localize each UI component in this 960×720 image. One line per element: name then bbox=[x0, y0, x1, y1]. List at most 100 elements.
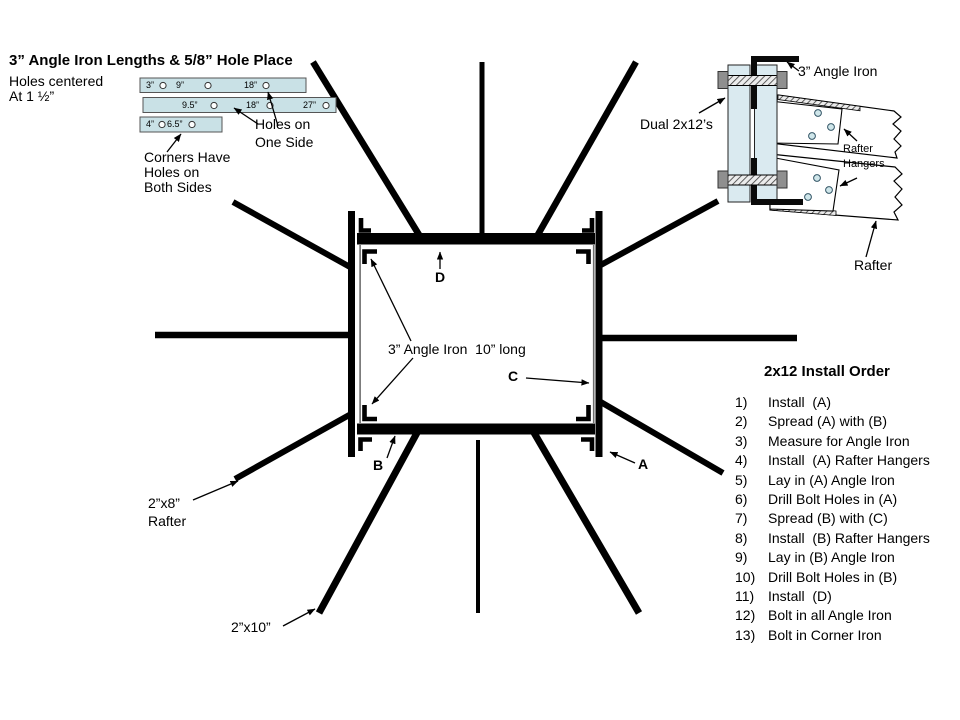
one-side-note-line1: Holes on bbox=[255, 116, 311, 132]
bolt-nut-bottom-right bbox=[776, 170, 788, 189]
corner-bracket-inner-top-left bbox=[362, 249, 377, 264]
callout-arrows bbox=[166, 61, 878, 627]
hangers-label-line1: Rafter bbox=[843, 143, 873, 155]
plan-angle-iron-note: 3” Angle Iron 10” long bbox=[388, 341, 526, 357]
install-step: 3)Measure for Angle Iron bbox=[735, 432, 930, 451]
install-step-number: 3) bbox=[735, 432, 748, 449]
rafter-edge-hatch-upper bbox=[777, 94, 861, 112]
rafter-line-left-lower-2x8 bbox=[233, 411, 353, 482]
arrow-c-to-right-beam bbox=[525, 377, 590, 386]
install-step-number: 12) bbox=[735, 607, 756, 624]
rafter-line-top-left bbox=[310, 60, 424, 240]
detail-angle-iron-label: 3” Angle Iron bbox=[798, 63, 878, 79]
corner-bracket-outer-bottom-right bbox=[581, 437, 595, 451]
rafter-2x8-label-line2: Rafter bbox=[148, 513, 187, 529]
angle-iron-lower-flange bbox=[754, 199, 803, 205]
corners-note-line3: Both Sides bbox=[144, 179, 212, 195]
install-step-number: 2) bbox=[735, 413, 748, 430]
install-step-text: Install (A) bbox=[768, 394, 832, 410]
install-step: 10)Drill Bolt Holes in (B) bbox=[735, 568, 930, 587]
beam-label-c: C bbox=[508, 368, 519, 384]
frame-beam-right bbox=[595, 211, 603, 457]
frame-inner-line-left bbox=[359, 245, 361, 423]
bar2-length-18: 18” bbox=[246, 100, 260, 110]
arrow-angle-iron-label bbox=[786, 61, 800, 72]
install-step-number: 8) bbox=[735, 529, 748, 546]
frame-beam-top bbox=[357, 233, 595, 245]
corners-note-line2: Holes on bbox=[144, 164, 200, 180]
holes-centered-line2: At 1 ½” bbox=[9, 88, 55, 104]
install-step: 5)Lay in (A) Angle Iron bbox=[735, 471, 930, 490]
arrow-2x10-label-to-rafter bbox=[282, 608, 316, 627]
length-bar-3 bbox=[139, 116, 223, 133]
install-step-text: Drill Bolt Holes in (A) bbox=[768, 491, 898, 508]
rafter-2x8-label-line1: 2”x8” bbox=[148, 495, 180, 511]
install-step-text: Drill Bolt Holes in (B) bbox=[768, 568, 898, 585]
bar3-length-4: 4” bbox=[146, 119, 155, 129]
arrow-rafter-label bbox=[865, 220, 878, 258]
corner-bracket-inner-top-right bbox=[576, 249, 591, 264]
install-step-number: 13) bbox=[735, 626, 756, 643]
bolt-nut-top-left bbox=[717, 71, 729, 89]
dual-2x12-label: Dual 2x12’s bbox=[640, 116, 713, 132]
frame-beam-bottom bbox=[357, 423, 595, 435]
corner-iron-brackets bbox=[358, 218, 595, 451]
arrow-holes-one-side-to-bar1 bbox=[267, 91, 279, 127]
through-bolts bbox=[717, 71, 788, 189]
install-step-text: Spread (B) with (C) bbox=[768, 510, 888, 527]
rafter-hanger-upper bbox=[769, 100, 843, 145]
arrow-dual-2x12-label bbox=[698, 97, 726, 114]
install-step-text: Install (A) Rafter Hangers bbox=[768, 452, 930, 469]
install-step: 9)Lay in (B) Angle Iron bbox=[735, 548, 930, 567]
angle-iron-length-bars bbox=[139, 77, 337, 133]
bolt-nut-bottom-left bbox=[717, 170, 729, 189]
page-title: 3” Angle Iron Lengths & 5/8” Hole Place bbox=[9, 52, 293, 69]
install-step-number: 1) bbox=[735, 394, 748, 410]
corner-bracket-outer-top-right bbox=[582, 218, 595, 233]
install-step: 6)Drill Bolt Holes in (A) bbox=[735, 490, 930, 509]
arrow-note-to-bottom-corner-iron bbox=[371, 357, 414, 405]
rafter-line-bottom-right bbox=[529, 429, 643, 615]
bar1-length-9: 9” bbox=[176, 80, 185, 90]
bar2-length-27: 27” bbox=[303, 100, 317, 110]
frame-inner-line-right bbox=[592, 245, 595, 423]
bar3-length-6-5: 6.5” bbox=[167, 119, 183, 129]
arrow-b-to-bottom-beam bbox=[386, 435, 396, 459]
install-step-text: Install (B) Rafter Hangers bbox=[768, 529, 930, 546]
bolt-nut-top-right bbox=[776, 71, 788, 89]
bolt-holes bbox=[158, 81, 330, 129]
bolt-shaft-top bbox=[726, 75, 779, 86]
detail-board-left bbox=[727, 64, 751, 203]
install-step-text: Bolt in all Angle Iron bbox=[768, 607, 892, 624]
arrow-hangers-label-lower bbox=[839, 177, 858, 187]
frame-beam-left bbox=[348, 211, 355, 457]
bolt-shaft-bottom bbox=[726, 174, 779, 186]
rafter-line-left-upper bbox=[231, 199, 352, 270]
corners-note-line1: Corners Have bbox=[144, 149, 231, 165]
install-step: 12) Bolt in all Angle Iron bbox=[735, 606, 930, 625]
install-step: 4) Install (A) Rafter Hangers bbox=[735, 451, 930, 470]
rafter-line-right-upper bbox=[597, 198, 720, 269]
corner-bracket-outer-top-left bbox=[358, 218, 371, 233]
install-step-text: Spread (A) with (B) bbox=[768, 413, 888, 430]
install-step-number: 4) bbox=[735, 452, 748, 469]
beam-label-d: D bbox=[435, 269, 446, 285]
install-step-number: 7) bbox=[735, 510, 748, 527]
install-order-list: 1) Install (A) 2) Spread (A) with (B) 3)Me… bbox=[735, 393, 930, 645]
rafter-line-bottom-left-2x10 bbox=[315, 429, 422, 615]
corner-bracket-inner-bottom-left bbox=[362, 405, 377, 422]
rafter-line-top-right bbox=[533, 60, 639, 240]
install-step: 2) Spread (A) with (B) bbox=[735, 412, 930, 431]
corner-bracket-outer-bottom-left bbox=[358, 437, 372, 451]
holes-centered-line1: Holes centered bbox=[9, 73, 104, 89]
rafter-2x10-label: 2”x10” bbox=[231, 619, 271, 635]
hangers-label-line2: Hangers bbox=[843, 158, 885, 170]
bar2-length-9-5: 9.5” bbox=[182, 100, 198, 110]
install-step: 8) Install (B) Rafter Hangers bbox=[735, 529, 930, 548]
beam-label-b: B bbox=[373, 457, 384, 473]
hanger-nail-holes bbox=[804, 109, 835, 201]
install-step-text: Lay in (B) Angle Iron bbox=[768, 549, 895, 566]
bar1-length-18: 18” bbox=[244, 80, 258, 90]
